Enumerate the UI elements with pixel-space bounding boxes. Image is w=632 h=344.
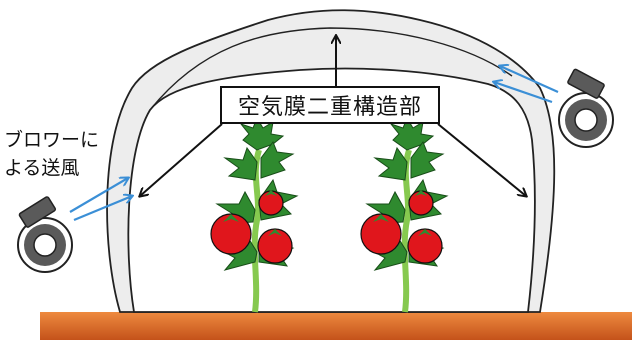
blower-fan-icon: [558, 68, 614, 148]
tomato-plant-icon: [360, 116, 449, 313]
blower-fan-icon: [17, 196, 73, 273]
blower-caption-line-1: ブロワーに: [4, 129, 100, 151]
air-layer-pointer-arrows: [140, 36, 526, 196]
air-membrane-label: 空気膜二重構造部: [220, 86, 440, 124]
greenhouse-film-structure: [106, 9, 556, 313]
blower-caption: ブロワーに よる送風: [4, 126, 114, 182]
air-membrane-label-text: 空気膜二重構造部: [237, 95, 422, 120]
soil-ground: [40, 312, 632, 340]
airflow-arrow-left: [69, 178, 132, 222]
airflow-arrow-right: [494, 66, 559, 104]
blower-caption-line-2: よる送風: [4, 157, 80, 179]
